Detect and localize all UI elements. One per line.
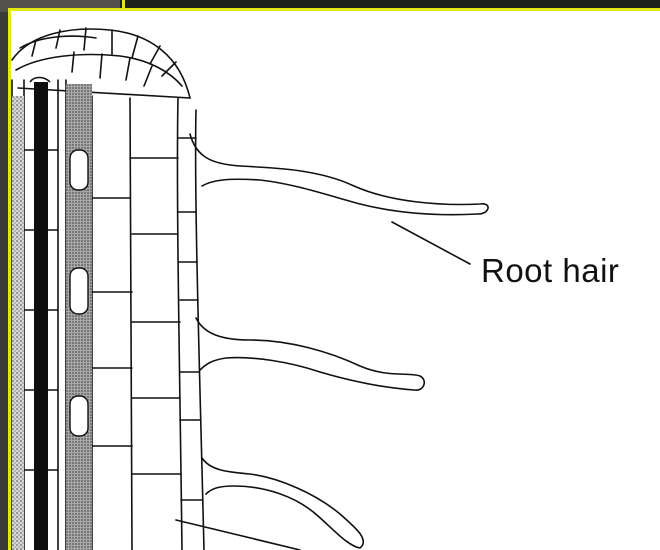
pericycle-left <box>12 96 24 550</box>
root-hair-label: Root hair <box>481 252 619 290</box>
lower-leader-line <box>176 520 300 550</box>
root-hair-1 <box>190 134 488 215</box>
vascular-strand <box>34 82 48 550</box>
root-hair-2 <box>196 318 424 390</box>
root-hair-3 <box>202 458 363 548</box>
root-hair-leader-line <box>392 222 470 264</box>
